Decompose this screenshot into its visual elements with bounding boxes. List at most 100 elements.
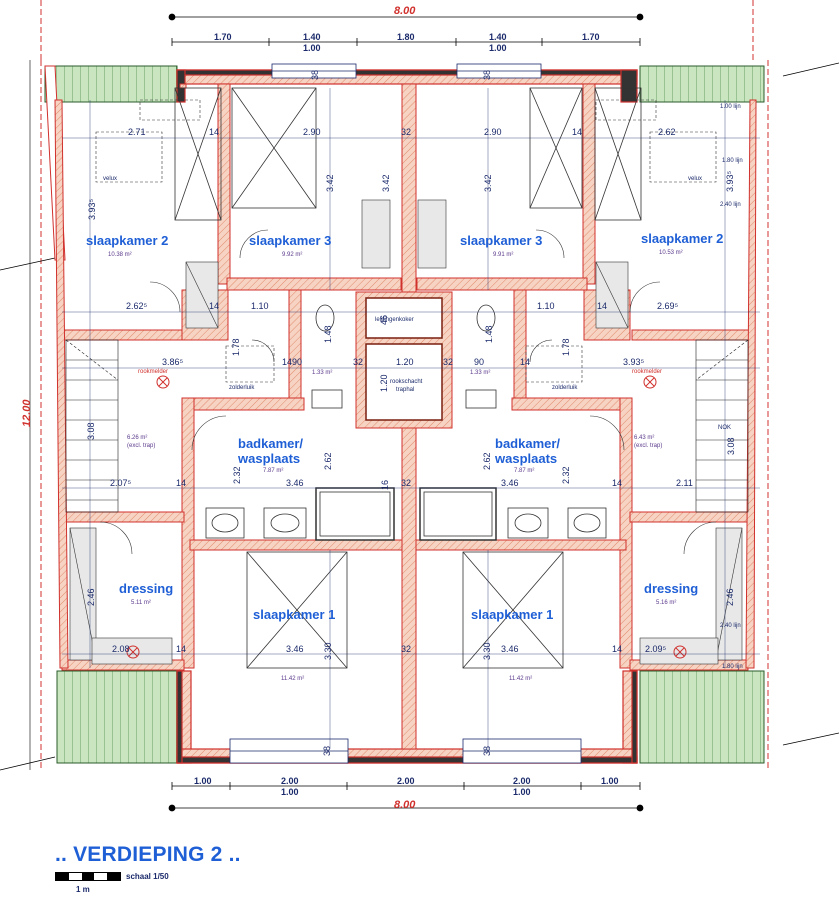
sk2l-width: 2.71 [128,127,146,137]
velux-right: velux [688,176,702,182]
area-slaapkamer2-right: 10.53 m² [659,250,683,256]
badr-h2: 2.62 [482,452,492,470]
nok-label: NOK [718,425,731,431]
wcr-w: 90 [474,357,484,367]
internal-dim-lines [62,88,760,749]
area-badkamer-right: 7.87 m² [514,468,534,474]
landingl-h: 3.08 [86,422,96,440]
room-labels: slaapkamer 2 10.38 m² velux slaapkamer 3… [86,176,731,682]
dressl-h: 2.46 [86,588,96,606]
zolderluik-right: zolderluik [552,385,578,391]
sk2l-depth: 3.93⁵ [87,198,97,220]
area-slaapkamer3-right: 9.91 m² [493,252,513,258]
beds [174,87,642,669]
sk1l-h: 3.30 [323,642,333,660]
badl-w: 3.46 [286,478,304,488]
bottom-dim-2: 2.00 [281,776,299,786]
top-dim-3: 1.80 [397,32,415,42]
mark-14-h: 14 [612,478,622,488]
sk1r-h: 3.30 [482,642,492,660]
mark-32-b: 32 [353,357,363,367]
top-dim-5: 1.70 [582,32,600,42]
bottom-dim-3: 2.00 [397,776,415,786]
top-dim-2: 1.40 [303,32,321,42]
landingl-width: 3.86⁵ [162,357,184,367]
dressr-h: 2.46 [725,588,735,606]
label-slaapkamer1-right: slaapkamer 1 [471,607,553,622]
plan-title: .. VERDIEPING 2 .. [55,843,241,866]
area-landing-left: 6.26 m² [127,435,147,441]
landingl-extra: 2.07⁵ [110,478,132,488]
area-badkamer-left: 7.87 m² [263,468,283,474]
sk3l-depth: 3.42 [325,174,335,192]
sk3r-depth: 3.42 [483,174,493,192]
wcr-h: 1.48 [484,325,494,343]
label-badkamer-right: badkamer/ [495,436,560,451]
sanitary [205,304,607,541]
mark-32-d: 32 [401,478,411,488]
overall-depth: 12.00 [21,399,33,427]
mark-14-g: 14 [176,478,186,488]
sk2r-extra: 2.69⁵ [657,301,679,311]
mark-14-j: 14 [612,644,622,654]
mark-32-e: 32 [401,644,411,654]
label-dressing-right: dressing [644,581,698,596]
label-traphal: traphal [396,387,414,393]
scale-label: schaal 1/50 [126,872,169,881]
side-line-notes: 1.00 lijn 1.80 lijn 2.40 lijn 2.40 lijn … [720,104,743,670]
mark-16: 16 [380,480,390,490]
dressl-w: 2.08 [112,644,130,654]
landingr-h: 3.08 [726,437,736,455]
scale-unit-label: 1 m [76,885,90,894]
label-slaapkamer3-left: slaapkamer 3 [249,233,331,248]
sk2l-extra: 2.62⁵ [126,301,148,311]
badr-h: 2.32 [561,466,571,484]
badl-h: 2.32 [232,466,242,484]
room-dimensions: 2.71 2.90 2.90 2.62 3.93⁵ 3.42 3.42 3.42… [86,127,736,660]
area-slaapkamer2-left: 10.38 m² [108,252,132,258]
label-dressing-left: dressing [119,581,173,596]
side-note-1: 1.00 lijn [720,104,741,110]
bottom-sub-dim-1: 1.00 [281,787,299,797]
mark-38-a: 38 [310,70,320,80]
side-note-4: 2.40 lijn [720,623,741,629]
wcr-h2: 1.78 [561,338,571,356]
area-note-landing-right: (excl. trap) [634,443,662,449]
badl-h2: 2.62 [323,452,333,470]
mark-32-c: 32 [443,357,453,367]
area-note-landing-left: (excl. trap) [127,443,155,449]
wardrobes [69,199,743,665]
side-note-2: 1.80 lijn [722,158,743,164]
mark-14-d: 14 [597,301,607,311]
area-dressing-left: 5.11 m² [131,600,151,606]
wall-thickness-marks: 14 14 32 14 14 14 32 32 14 14 14 32 14 1… [176,70,622,756]
bottom-dimension-chain [168,782,644,812]
label-slaapkamer1-left: slaapkamer 1 [253,607,335,622]
windows [229,63,582,764]
roof-patches [44,65,765,764]
bottom-dim-4: 2.00 [513,776,531,786]
wcr-w2: 1.10 [537,301,555,311]
sk1r-w: 3.46 [501,644,519,654]
label-leidingenkoker: leidingenkoker [375,317,414,323]
label-rookschacht: rookschacht [390,379,423,385]
zolderluik-left: zolderluik [229,385,255,391]
sk1l-w: 3.46 [286,644,304,654]
area-landing-right: 6.43 m² [634,435,654,441]
bottom-dim-1: 1.00 [194,776,212,786]
sk2r-width: 2.62 [658,127,676,137]
area-wc-left: 1.33 m² [312,370,332,376]
mark-38-d: 38 [482,746,492,756]
skylights [95,99,717,383]
area-dressing-right: 5.16 m² [656,600,676,606]
koker-w: 46 [379,315,389,325]
label-slaapkamer2-left: slaapkamer 2 [86,233,168,248]
mark-32-a: 32 [401,127,411,137]
rookmelder-right: rookmelder [632,369,662,375]
sk3r-width: 2.90 [484,127,502,137]
rookmelder-left: rookmelder [138,369,168,375]
wcl-w2: 1.10 [251,301,269,311]
sk3l-depth-2: 3.42 [381,174,391,192]
stairs [65,339,749,513]
